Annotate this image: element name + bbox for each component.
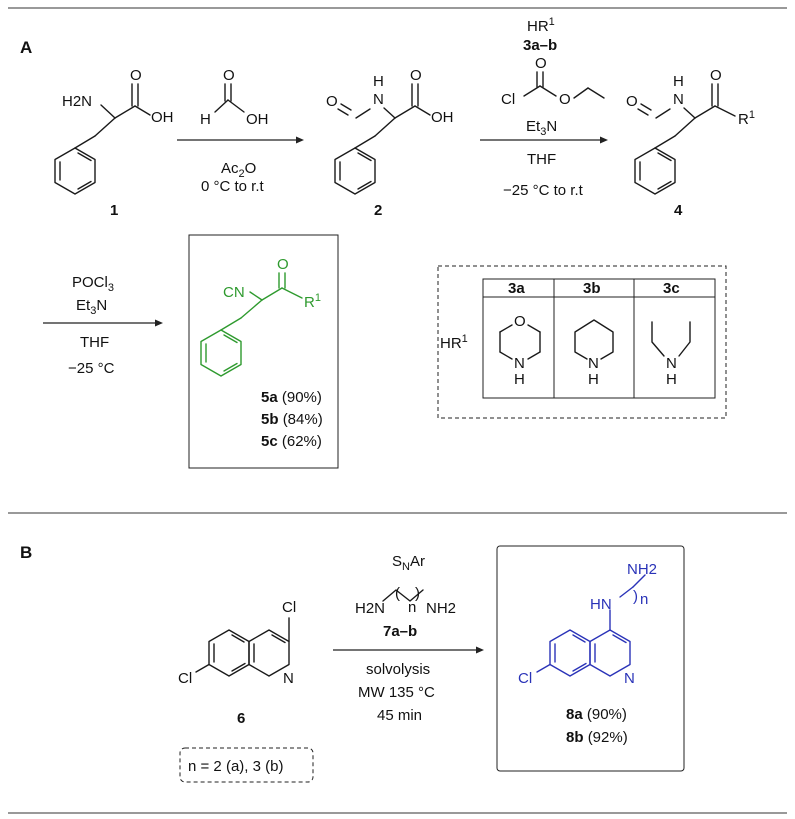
- product-5-r: R1: [304, 292, 321, 311]
- formic-acid-oh: OH: [246, 111, 269, 128]
- chloroformate-carbonyl-o: O: [535, 55, 547, 72]
- compound-2-nh-h: H: [373, 73, 384, 90]
- product-8b-yield: 8b (92%): [566, 729, 628, 746]
- diamine-paren-close: ): [415, 585, 420, 602]
- diethylamine-n: N: [666, 355, 677, 372]
- step2-arrowhead: [600, 136, 608, 144]
- panel-b-label: B: [20, 543, 32, 562]
- product-8-paren: ): [633, 588, 638, 605]
- compound-4-nh-h: H: [673, 73, 684, 90]
- product-8-nh2: NH2: [627, 561, 657, 578]
- panel-a-label: A: [20, 38, 32, 57]
- morpholine-o: O: [514, 313, 526, 330]
- amine-table-header-3c: 3c: [663, 280, 680, 297]
- compound-4-carbonyl-o: O: [710, 67, 722, 84]
- step1-condition-anhydride: Ac2O: [221, 160, 256, 180]
- diethylamine-h: H: [666, 371, 677, 388]
- compound-6-n: N: [283, 670, 294, 687]
- stepB-snar: SNAr: [392, 553, 425, 573]
- compound-6-structure: [195, 617, 290, 677]
- compound-2-nh: N: [373, 91, 384, 108]
- step2-amine-label: 3a–b: [523, 37, 557, 54]
- product-5-box: [188, 234, 339, 469]
- step3-temp: −25 °C: [68, 360, 115, 377]
- step3-arrowhead: [155, 319, 163, 327]
- product-5-o: O: [277, 256, 289, 273]
- step1-arrowhead: [296, 136, 304, 144]
- compound-2-acid-oh: OH: [431, 109, 454, 126]
- product-8a-yield: 8a (90%): [566, 706, 627, 723]
- step3-reagent-pocl3: POCl3: [72, 274, 114, 294]
- step1-condition-temp: 0 °C to r.t: [201, 178, 265, 195]
- step2-solvent: THF: [527, 151, 556, 168]
- stepB-cond-time: 45 min: [377, 707, 422, 724]
- amine-table-row-label: HR1: [440, 333, 468, 352]
- product-8-n-sub: n: [640, 591, 648, 608]
- product-8-n-ring: N: [624, 670, 635, 687]
- stepB-cond-mw: MW 135 °C: [358, 684, 435, 701]
- step2-temp: −25 °C to r.t: [503, 182, 584, 199]
- product-5-structure: [200, 272, 303, 377]
- diamine-paren-open: (: [395, 585, 400, 602]
- diamine-right: NH2: [426, 600, 456, 617]
- formic-acid-h: H: [200, 111, 211, 128]
- product-8-cl: Cl: [518, 670, 532, 687]
- product-5c-yield: 5c (62%): [261, 433, 322, 450]
- compound-2-structure: [334, 83, 431, 195]
- stepB-cond-solvolysis: solvolysis: [366, 661, 430, 678]
- morpholine-structure: [499, 324, 541, 360]
- compound-1-amine: H2N: [62, 93, 92, 110]
- step2-base: Et3N: [526, 118, 557, 138]
- compound-2-label: 2: [374, 202, 382, 219]
- product-8-hn: HN: [590, 596, 612, 613]
- step3-solvent: THF: [80, 334, 109, 351]
- morpholine-n: N: [514, 355, 525, 372]
- compound-6-cl-left: Cl: [178, 670, 192, 687]
- diethylamine-structure: [651, 321, 691, 357]
- compound-6-label: 6: [237, 710, 245, 727]
- compound-6-cl-top: Cl: [282, 599, 296, 616]
- amine-table-grid: [482, 278, 716, 399]
- piperidine-n: N: [588, 355, 599, 372]
- n-note-text: n = 2 (a), 3 (b): [188, 758, 283, 775]
- compound-1-acid-oh: OH: [151, 109, 174, 126]
- compound-2-carbonyl-o: O: [410, 67, 422, 84]
- amine-table-header-3a: 3a: [508, 280, 525, 297]
- diamine-n: n: [408, 599, 416, 616]
- compound-4-structure: [634, 83, 736, 195]
- compound-2-formyl-o: O: [326, 93, 338, 110]
- morpholine-h: H: [514, 371, 525, 388]
- product-5b-yield: 5b (84%): [261, 411, 323, 428]
- compound-4-label: 4: [674, 202, 683, 219]
- formic-acid-structure: [214, 83, 245, 113]
- product-5a-yield: 5a (90%): [261, 389, 322, 406]
- product-5-cn: CN: [223, 284, 245, 301]
- n-note-dashed-box: [179, 747, 314, 783]
- compound-1-label: 1: [110, 202, 118, 219]
- compound-1-structure: [54, 83, 151, 195]
- piperidine-h: H: [588, 371, 599, 388]
- formic-acid-o: O: [223, 67, 235, 84]
- step3-base: Et3N: [76, 297, 107, 317]
- product-8-box: [496, 545, 685, 772]
- step2-amine-hr: HR1: [527, 16, 555, 35]
- diamine-label: 7a–b: [383, 623, 417, 640]
- chloroformate-ether-o: O: [559, 91, 571, 108]
- compound-4-nh: N: [673, 91, 684, 108]
- stepB-arrowhead: [476, 646, 484, 654]
- piperidine-structure: [574, 319, 614, 360]
- diamine-left: H2N: [355, 600, 385, 617]
- diamine-structure: [382, 589, 424, 602]
- amine-table-dashed-box: [437, 265, 727, 419]
- compound-4-r-group: R1: [738, 109, 755, 128]
- compound-4-formyl-o: O: [626, 93, 638, 110]
- product-8-structure: [536, 574, 646, 677]
- chloroformate-cl: Cl: [501, 91, 515, 108]
- compound-1-carbonyl-o: O: [130, 67, 142, 84]
- amine-table-header-3b: 3b: [583, 280, 601, 297]
- ethyl-chloroformate-structure: [523, 71, 605, 99]
